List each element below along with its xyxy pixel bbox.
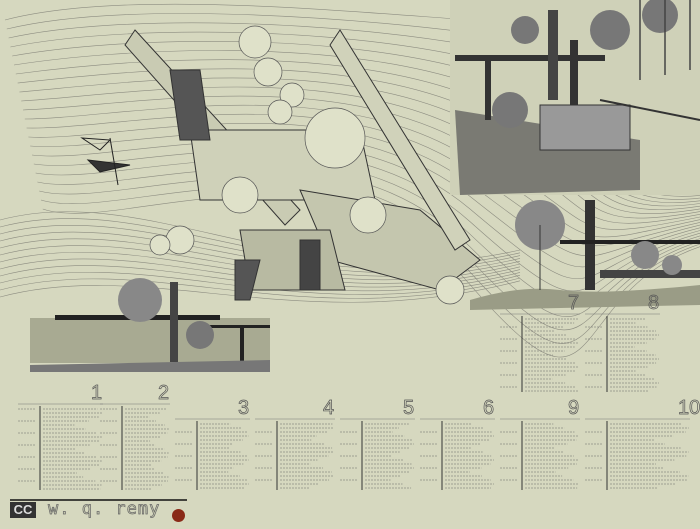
note-panel-number: 1 [91, 382, 103, 405]
note-panel-number: 5 [403, 397, 415, 420]
note-panel-number: 6 [483, 397, 495, 420]
note-panel-number: 3 [238, 397, 250, 420]
section-right [470, 200, 700, 310]
note-text-lines [18, 313, 690, 490]
note-panel-number: 7 [568, 292, 580, 315]
note-panel-number: 4 [323, 397, 335, 420]
note-panel-number: 2 [158, 382, 170, 405]
title-block: CC w. q. remy [8, 499, 188, 522]
author-name: w. q. remy [48, 499, 161, 520]
boat-sketch [80, 137, 131, 186]
section-left [30, 278, 270, 372]
note-panel-number: 8 [648, 292, 660, 315]
monogram-logo: CC [10, 502, 36, 518]
seal-stamp [172, 509, 185, 522]
note-panel-number: 9 [568, 397, 580, 420]
plan-trees [149, 25, 465, 305]
note-panel-number: 10 [678, 397, 700, 420]
perspective-view [450, 0, 700, 195]
floor-plan [124, 29, 481, 301]
